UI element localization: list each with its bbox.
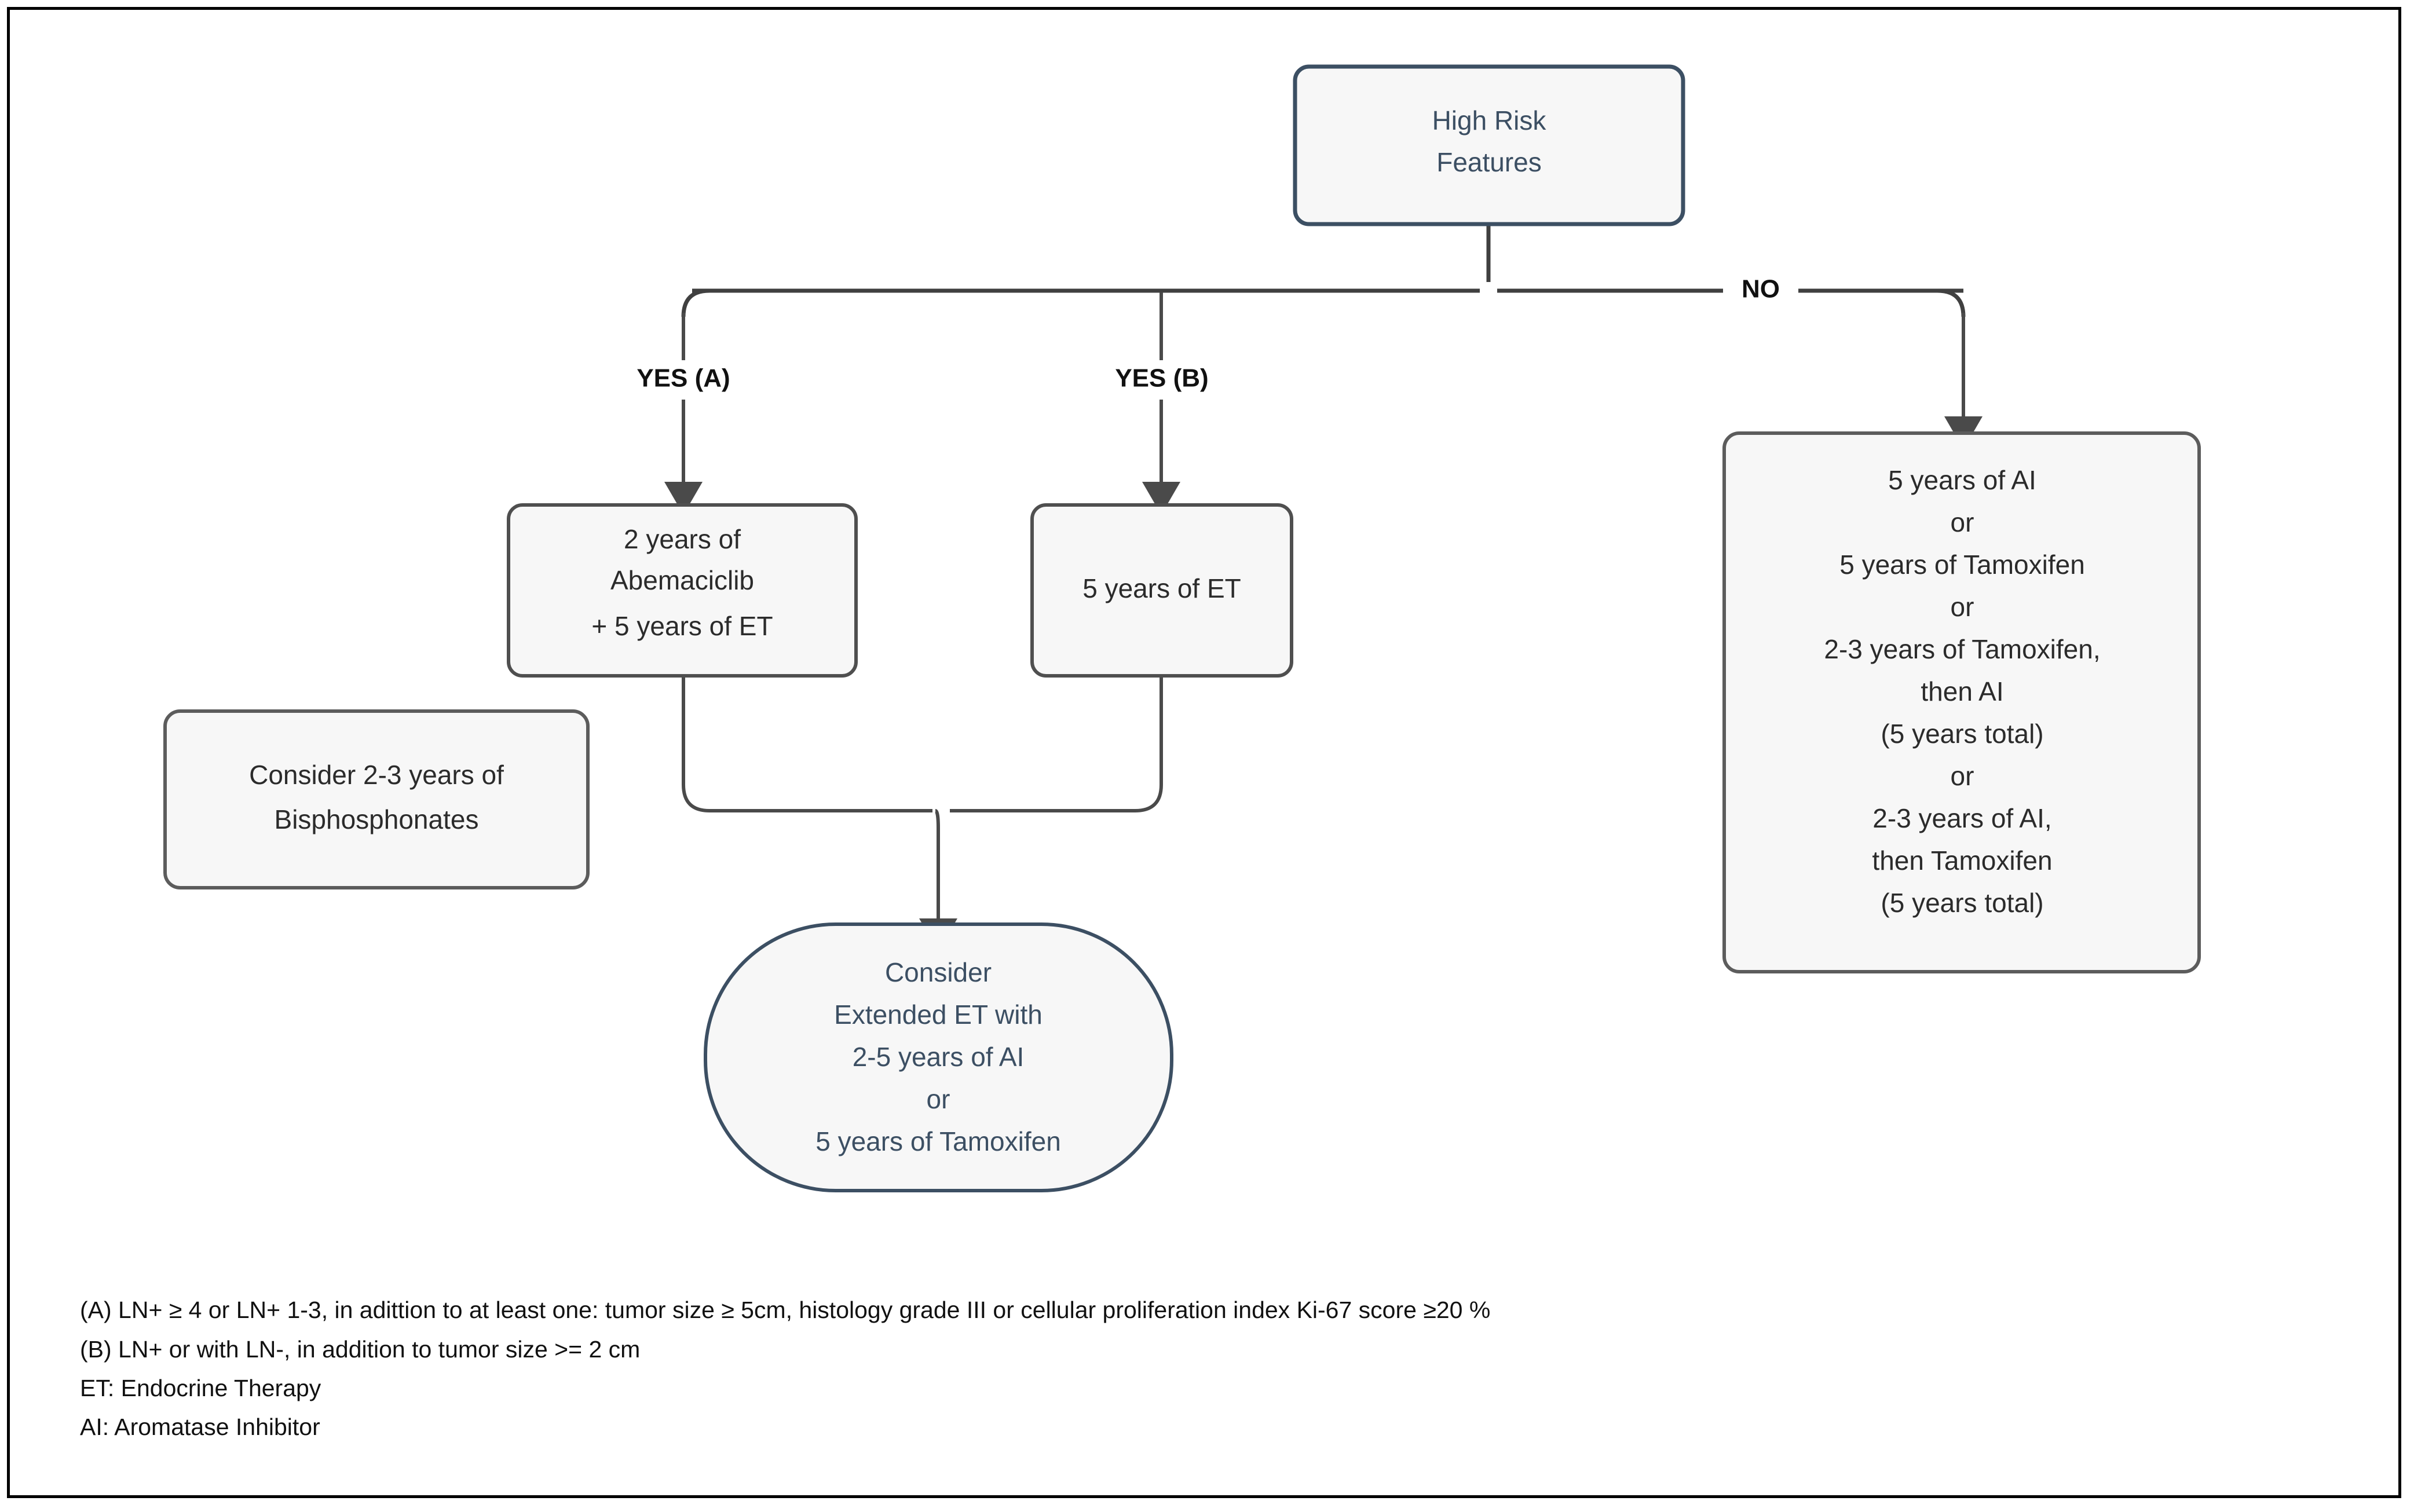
footnote-block: (A) LN+ ≥ 4 or LN+ 1-3, in adittion to a… <box>80 1297 1490 1440</box>
node-no-branch-options-line-0: 5 years of AI <box>1888 465 2036 495</box>
node-abemaciclib[interactable]: 2 years of Abemaciclib + 5 years of ET <box>507 503 858 678</box>
node-no-branch-options[interactable]: 5 years of AI or 5 years of Tamoxifen or… <box>1722 431 2201 973</box>
edge-merge-right <box>950 675 1163 812</box>
node-five-years-et-line-0: 5 years of ET <box>1082 573 1241 603</box>
node-extended-et-line-3: or <box>927 1084 950 1114</box>
node-bisphosphonates-line-1: Bisphosphonates <box>275 804 479 834</box>
node-no-branch-options-line-9: then Tamoxifen <box>1872 845 2052 876</box>
node-abemaciclib-shape <box>507 503 858 678</box>
edge-corner-yes-a <box>681 288 710 317</box>
node-no-branch-options-line-6: (5 years total) <box>1881 719 2043 749</box>
node-abemaciclib-line-1: Abemaciclib <box>610 565 754 595</box>
node-five-years-et[interactable]: 5 years of ET <box>1030 503 1293 678</box>
node-no-branch-options-line-7: or <box>1951 761 1974 791</box>
node-extended-et-line-1: Extended ET with <box>834 1000 1043 1030</box>
node-high-risk-features-line-0: High Risk <box>1432 105 1547 136</box>
footnote-line-b: (B) LN+ or with LN-, in addition to tumo… <box>80 1336 640 1363</box>
node-no-branch-options-shape <box>1722 431 2201 973</box>
node-extended-et-shape <box>704 922 1173 1192</box>
edge-label-yes-a: YES (A) <box>637 364 730 393</box>
node-bisphosphonates-shape <box>163 709 590 889</box>
edge-label-yes-b: YES (B) <box>1115 364 1208 393</box>
node-high-risk-features[interactable]: High Risk Features <box>1293 64 1685 226</box>
node-abemaciclib-line-0: 2 years of <box>624 524 741 554</box>
node-abemaciclib-line-2: + 5 years of ET <box>591 611 773 641</box>
node-high-risk-features-shape <box>1293 64 1685 226</box>
node-extended-et-line-4: 5 years of Tamoxifen <box>815 1126 1061 1156</box>
node-five-years-et-shape <box>1030 503 1293 678</box>
edge-label-no: NO <box>1742 275 1780 303</box>
node-extended-et[interactable]: Consider Extended ET with 2-5 years of A… <box>704 922 1173 1192</box>
edge-merge-left <box>682 675 932 812</box>
footnote-line-a: (A) LN+ ≥ 4 or LN+ 1-3, in adittion to a… <box>80 1297 1490 1323</box>
edge-label-yes-b-bg <box>1083 360 1251 400</box>
edge-merge-down-arrow <box>919 809 957 951</box>
node-bisphosphonates[interactable]: Consider 2-3 years of Bisphosphonates <box>163 709 590 889</box>
edge-group <box>664 225 1983 951</box>
footnote-line-et: ET: Endocrine Therapy <box>80 1375 321 1401</box>
node-no-branch-options-line-5: then AI <box>1921 676 2003 706</box>
node-no-branch-options-line-3: or <box>1951 592 1974 622</box>
node-no-branch-options-line-10: (5 years total) <box>1881 888 2043 918</box>
node-no-branch-options-line-1: or <box>1951 507 1974 537</box>
node-no-branch-options-line-4: 2-3 years of Tamoxifen, <box>1824 634 2100 664</box>
edge-corner-no <box>1937 288 1966 317</box>
node-no-branch-options-line-8: 2-3 years of AI, <box>1872 803 2051 833</box>
footnote-line-ai: AI: Aromatase Inhibitor <box>80 1414 320 1440</box>
edge-label-yes-a-bg <box>602 360 770 400</box>
node-no-branch-options-line-2: 5 years of Tamoxifen <box>1839 550 2085 580</box>
node-extended-et-line-2: 2-5 years of AI <box>853 1042 1025 1072</box>
node-extended-et-line-0: Consider <box>885 957 992 987</box>
node-high-risk-features-line-1: Features <box>1436 147 1542 177</box>
node-bisphosphonates-line-0: Consider 2-3 years of <box>249 760 504 790</box>
edge-label-no-bg <box>1723 272 1798 310</box>
